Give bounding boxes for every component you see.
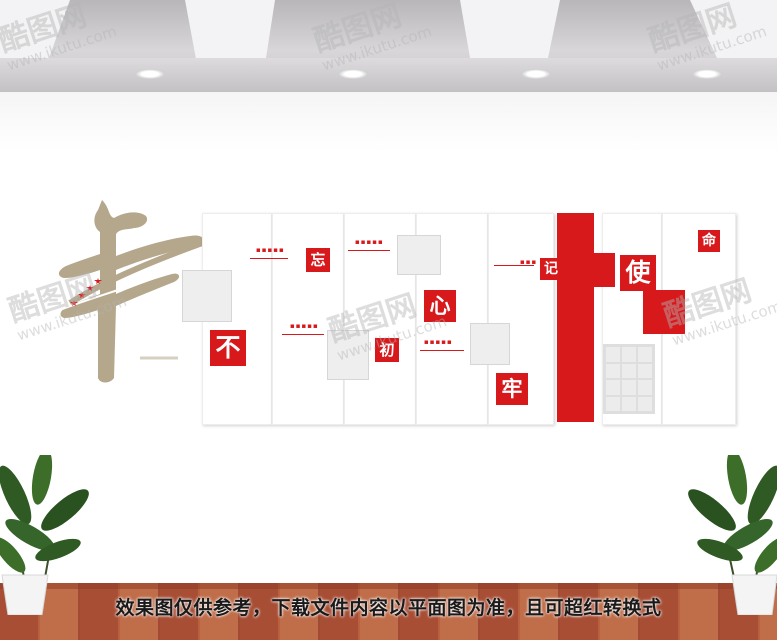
red-block	[643, 290, 685, 334]
decor-dots: ▪▪▪▪▪	[290, 322, 319, 330]
emblem-logo	[58, 200, 218, 383]
photo-placeholder	[470, 323, 510, 365]
photo-placeholder	[182, 270, 232, 322]
ceiling-light	[338, 69, 368, 79]
decor-line	[282, 334, 324, 335]
slogan-char: 牢	[496, 373, 528, 405]
potted-plant-right	[688, 455, 777, 615]
decor-dots: ▪▪▪	[520, 258, 538, 266]
ceiling-light	[521, 69, 551, 79]
decor-line	[348, 250, 390, 251]
decor-line	[420, 350, 464, 351]
ceiling-panel	[460, 0, 560, 58]
decor-dots: ▪▪▪▪▪	[256, 246, 285, 254]
decor-line	[250, 258, 288, 259]
ceiling-panel	[185, 0, 275, 58]
disclaimer-text: 效果图仅供参考，下载文件内容以平面图为准，且可超红转换式	[115, 597, 662, 619]
wall-panel	[202, 213, 272, 425]
red-cross-vertical	[557, 213, 594, 422]
slogan-char: 不	[210, 330, 246, 366]
ceiling-light	[135, 69, 165, 79]
ceiling-light	[692, 69, 722, 79]
slogan-char: 使	[620, 255, 656, 291]
decor-line	[494, 265, 534, 266]
ceiling-edge	[0, 58, 777, 92]
potted-plant-left	[0, 455, 89, 615]
slogan-char: 忘	[306, 248, 330, 272]
slogan-char: 命	[698, 230, 720, 252]
photo-grid	[603, 344, 655, 414]
decor-dots: ▪▪▪▪▪	[424, 338, 453, 346]
slogan-char: 心	[424, 290, 456, 322]
slogan-char: 记	[540, 258, 562, 280]
photo-placeholder	[327, 330, 369, 380]
ceiling	[0, 0, 777, 92]
wood-floor	[0, 583, 777, 640]
slogan-char: 初	[375, 338, 399, 362]
red-cross-arm	[557, 253, 615, 287]
photo-placeholder	[397, 235, 441, 275]
decor-dots: ▪▪▪▪▪	[355, 238, 384, 246]
